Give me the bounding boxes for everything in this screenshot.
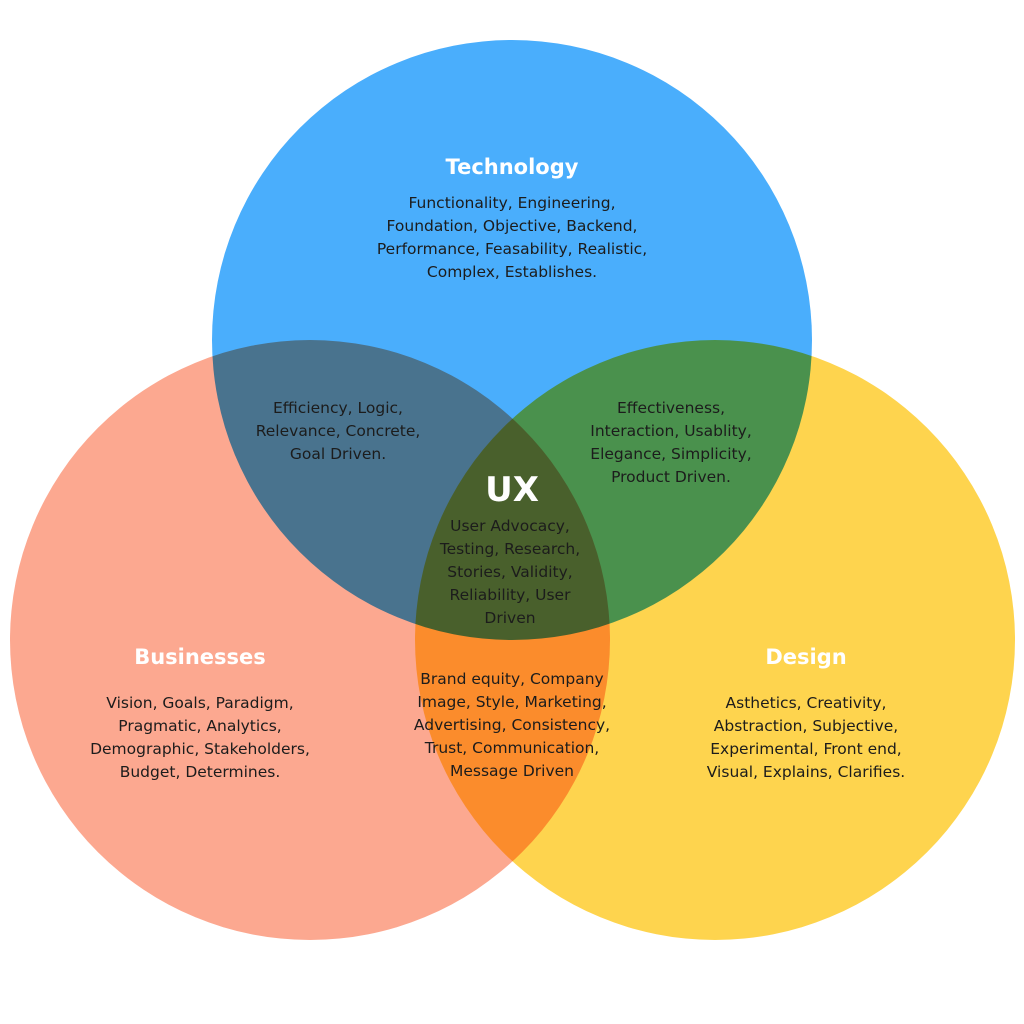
technology-title: Technology (445, 155, 579, 179)
businesses-text: Vision, Goals, Paradigm, Pragmatic, Anal… (90, 694, 310, 781)
businesses-design-text: Brand equity, Company Image, Style, Mark… (413, 670, 611, 780)
design-text: Asthetics, Creativity, Abstraction, Subj… (706, 694, 906, 781)
businesses-title: Businesses (134, 645, 266, 669)
technology-text: Functionality, Engineering, Foundation, … (376, 194, 648, 281)
technology-design-text: Effectiveness, Interaction, Usablity, El… (590, 399, 752, 486)
design-title: Design (765, 645, 847, 669)
ux-text: User Advocacy, Testing, Research, Storie… (439, 517, 581, 627)
technology-businesses-text: Efficiency, Logic, Relevance, Concrete, … (255, 399, 421, 463)
ux-title: UX (485, 470, 539, 510)
design-circle (415, 340, 1015, 940)
